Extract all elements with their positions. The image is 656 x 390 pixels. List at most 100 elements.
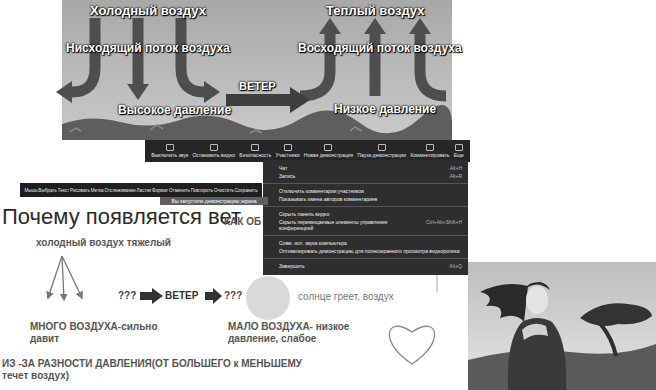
sun-circle (246, 276, 290, 320)
wind-photo (468, 262, 656, 390)
button-icon (455, 144, 463, 151)
button-label: Мышь (24, 188, 37, 193)
toolbar-button: Комментировать (410, 144, 449, 158)
toolbar-button: Ластик (137, 188, 152, 193)
button-label: Безопасность (239, 152, 271, 158)
whiteboard-heading: Почему появляется вет (2, 204, 241, 229)
button-label: Очистить (214, 188, 234, 193)
menu-label: Оптимизировать демонстрацию для полноэкр… (279, 248, 459, 254)
menu-label: Чат (279, 165, 287, 171)
arrow-head (290, 87, 310, 113)
sharing-banner: Вы запустили демонстрацию экрана (160, 197, 268, 205)
ascending-arrows (300, 18, 446, 96)
menu-item: Скрыть панель видео (263, 210, 468, 218)
menu-item: Завершить Alt+Q (263, 262, 468, 270)
wind-word: ВЕТЕР (165, 290, 198, 302)
shortcut-key: Ctrl+Alt+Shift+H (426, 219, 462, 225)
button-label: Повторить (191, 188, 213, 193)
button-icon (166, 144, 174, 151)
menu-separator (263, 235, 468, 236)
pressure-label: Высокое давление (118, 104, 231, 118)
menu-item: Показывать имена авторов комментариев (263, 195, 468, 203)
menu-label: Скрыть перемещаемые элементы управления … (279, 219, 420, 231)
toolbar-button: Метка (91, 188, 104, 193)
button-label: Пауза демонстрации (357, 152, 406, 158)
note-text: МАЛО ВОЗДУХА- низкое давление, слабое (228, 321, 383, 344)
button-label: Текст (58, 188, 70, 193)
button-label: Комментировать (410, 152, 449, 158)
menu-item: Чат Alt+H (263, 164, 468, 172)
button-label: Выбрать (38, 188, 57, 193)
wind-label: ВЕТЕР (239, 80, 276, 93)
diagram-heading: Теплый воздух (326, 4, 424, 19)
button-label: Выключить звук (151, 152, 188, 158)
menu-separator (263, 206, 468, 207)
menu-label: Скрыть панель видео (279, 211, 329, 217)
rocks (70, 125, 362, 133)
menu-item: Скрыть перемещаемые элементы управления … (263, 218, 468, 232)
toolbar-button: Еще (454, 144, 464, 158)
toolbar-button: Новая демонстрация (304, 144, 353, 158)
toolbar-button: Рисовать (70, 188, 90, 193)
hand (522, 324, 548, 340)
menu-label: Отключить комментарии участников (279, 188, 364, 194)
block-arrow (205, 288, 222, 304)
annotation-toolbar: МышьВыбратьТекстРисоватьМеткаОтслеживани… (20, 183, 262, 197)
toolbar-button: Очистить (214, 188, 234, 193)
toolbar-button: Мышь (24, 188, 37, 193)
arrow-head (56, 81, 72, 103)
question-marks: ??? (224, 290, 242, 302)
button-label: Остановить видео (192, 152, 235, 158)
toolbar-button: Остановить видео (192, 144, 235, 158)
blowing-hair (480, 284, 528, 322)
shortcut-key: Alt+H (450, 165, 462, 171)
sketch-arrow (62, 256, 64, 300)
diagram-heading: Холодный воздух (90, 4, 206, 19)
button-label: Формат (152, 188, 168, 193)
toolbar-button: Выбрать (38, 188, 57, 193)
menu-item: ЗаписьAlt+R (263, 172, 468, 180)
descending-arrows (56, 18, 220, 103)
face (526, 286, 548, 314)
conclusion-text: ИЗ -ЗА РАЗНОСТИ ДАВЛЕНИЯ(ОТ БОЛЬШЕГО к М… (2, 358, 314, 381)
note-text: КАК ОБ (224, 216, 261, 228)
button-icon (324, 144, 332, 151)
button-label: Новая демонстрация (304, 152, 353, 158)
tree-crown (580, 303, 652, 326)
note-text: солнце греет, воздух (298, 291, 394, 303)
menu-label: Завершить (279, 263, 305, 269)
toolbar-button: Текст (58, 188, 70, 193)
button-icon (210, 144, 218, 151)
toolbar-button: Формат (152, 188, 168, 193)
photo-sky (468, 262, 656, 390)
note-text: холодный воздух тяжелый (36, 237, 171, 249)
toolbar-button: Отслеживание (104, 188, 135, 193)
block-arrow (140, 288, 163, 304)
menu-item: Оптимизировать демонстрацию для полноэкр… (263, 247, 468, 255)
sketch-arrow (62, 256, 82, 298)
button-label: Рисовать (70, 188, 90, 193)
button-label: Ластик (137, 188, 152, 193)
toolbar-button: Участники (276, 144, 300, 158)
toolbar-button: Отменить (169, 188, 190, 193)
meeting-toolbar: Выключить звук Остановить видео Безопаснос… (145, 140, 470, 162)
hair-top (526, 282, 550, 290)
flow-label: Восходящий поток воздуха (298, 42, 462, 56)
arrow-head (319, 18, 341, 34)
button-icon (251, 144, 259, 151)
question-marks: ??? (118, 290, 136, 302)
toolbar-button: Пауза демонстрации (357, 144, 406, 158)
button-label: Отслеживание (104, 188, 135, 193)
banner-text: Вы запустили демонстрацию экрана (163, 198, 265, 204)
toolbar-button: Повторить (191, 188, 213, 193)
heart-sketch (389, 326, 434, 364)
arrow-head (364, 18, 386, 34)
shortcut-key: Alt+Q (449, 263, 462, 269)
sketch-arrow (48, 256, 62, 298)
arrow-head (127, 84, 149, 100)
note-text: МНОГО ВОЗДУХА-сильно давит (30, 321, 180, 344)
pressure-label: Низкое давление (334, 103, 436, 117)
menu-item: Отключить комментарии участников (263, 187, 468, 195)
jacket (508, 318, 566, 390)
